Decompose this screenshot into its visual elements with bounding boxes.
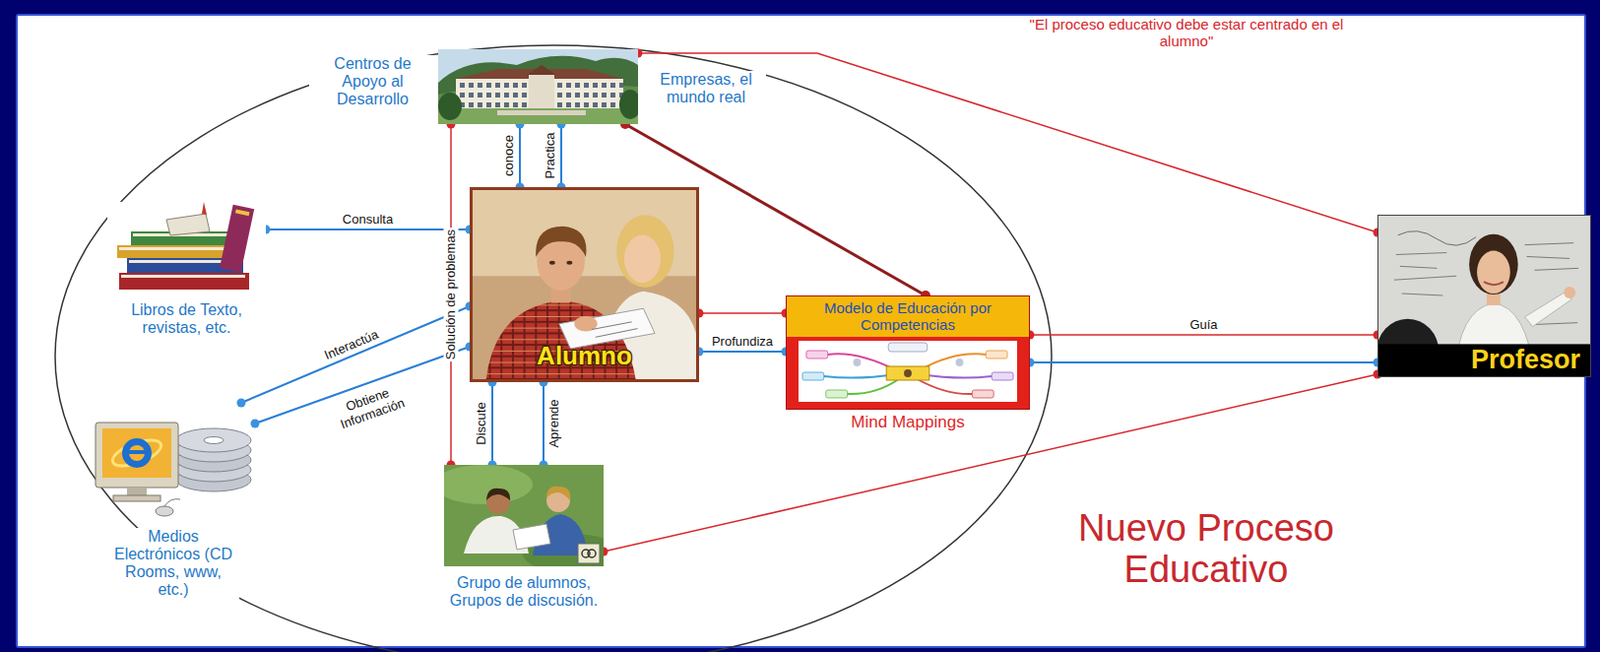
resource-name: Medios Electrónicos (CD Rooms, www, etc.… <box>107 527 240 599</box>
center-name: Centros de Apoyo al Desarrollo <box>309 55 437 109</box>
group-name: Grupo de alumnos, Grupos de discusión. <box>431 574 618 610</box>
connector-dot <box>251 419 260 429</box>
illustration <box>444 464 604 567</box>
student-node: Alumno <box>469 187 700 383</box>
illustration-use <box>1378 215 1591 377</box>
connector-label: Consulta <box>340 212 395 228</box>
connector-dot <box>237 398 247 408</box>
books-node: Libros de Texto, revistas, etc. <box>107 201 266 294</box>
connector <box>1029 333 1378 336</box>
diagram-title: Nuevo Proceso Educativo <box>1048 508 1364 591</box>
illustration <box>107 201 266 294</box>
connector <box>560 124 563 188</box>
connector <box>1029 361 1378 364</box>
teacher-label: Profesor <box>1471 344 1581 376</box>
quote-note: "El proceso educativo debe estar centrad… <box>1024 15 1349 51</box>
connector-label: Aprende <box>547 396 563 449</box>
connector <box>265 228 470 231</box>
media-node: Medios Electrónicos (CD Rooms, www, etc.… <box>91 402 256 520</box>
illustration-use <box>798 340 1018 402</box>
connector-label: Profundiza <box>709 334 775 350</box>
company-name: Empresas, el mundo real <box>645 70 767 107</box>
group-node: Grupo de alumnos, Grupos de discusión. <box>444 464 604 567</box>
illustration-use <box>444 464 604 567</box>
mind-map-area <box>798 340 1018 402</box>
connector <box>699 350 786 353</box>
connector-label: Practica <box>543 130 559 182</box>
connector-label: Interactúa <box>320 326 384 365</box>
connector-label: Guía <box>1187 318 1219 333</box>
connector <box>518 124 521 188</box>
illustration <box>438 49 639 125</box>
resource-name: Libros de Texto, revistas, etc. <box>106 301 268 337</box>
circle-outline <box>55 45 1052 652</box>
building-node: Centros de Apoyo al DesarrolloEmpresas, … <box>438 49 639 125</box>
illustration-use <box>438 49 639 125</box>
connector <box>699 312 786 315</box>
connector-label: Discute <box>474 399 490 447</box>
illustration-use <box>472 190 697 380</box>
teacher-node: Profesor <box>1377 214 1592 378</box>
connector-label: Solución de problemas <box>444 227 459 362</box>
illustration <box>91 402 256 520</box>
model-caption: Mind Mappings <box>786 412 1029 433</box>
student-label: Alumno <box>472 340 697 372</box>
connector <box>638 53 1378 233</box>
illustration <box>798 340 1018 402</box>
model-header: Modelo de Educación por Competencias <box>786 296 1029 337</box>
connector-label: conoce <box>502 132 517 179</box>
illustration-use <box>95 422 252 516</box>
connector <box>542 382 545 465</box>
illustration-use <box>107 201 266 294</box>
model-node: Modelo de Educación por CompetenciasMind… <box>785 295 1030 410</box>
connector <box>491 382 494 465</box>
connector-label: Obtiene Información <box>322 378 419 437</box>
